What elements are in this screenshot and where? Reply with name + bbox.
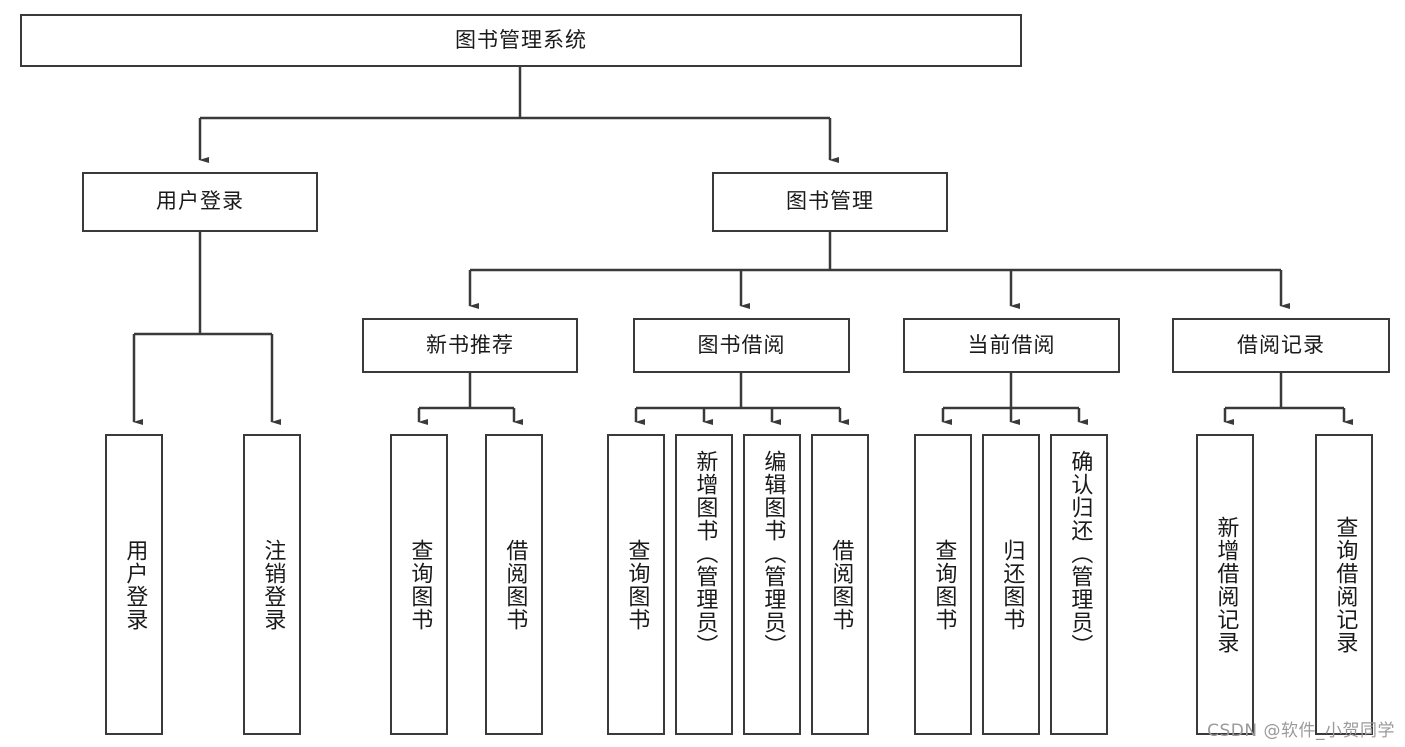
node-new-book-recommend-label: 新书推荐 xyxy=(426,332,514,357)
leaf-node-add-book-admin[interactable]: 新增图书（管理员） xyxy=(675,434,733,735)
leaf-node-query-borrow-record[interactable]: 查询借阅记录 xyxy=(1315,434,1373,735)
connector-book-manage-to-level3 xyxy=(468,232,1290,309)
leaf-label: 确认归还（管理员） xyxy=(1067,450,1093,657)
leaf-label: 查询借阅记录 xyxy=(1332,515,1358,654)
node-new-book-recommend[interactable]: 新书推荐 xyxy=(362,318,578,373)
node-book-manage[interactable]: 图书管理 xyxy=(712,172,948,232)
leaf-label: 查询图书 xyxy=(931,538,957,631)
leaf-node-borrow-book-recommend[interactable]: 借阅图书 xyxy=(485,434,543,735)
node-root-label: 图书管理系统 xyxy=(455,27,587,52)
connector-book-borrow-to-leaves xyxy=(634,373,849,425)
leaf-label: 借阅图书 xyxy=(502,538,528,631)
leaf-label: 新增图书（管理员） xyxy=(692,450,718,657)
connector-root-to-level2 xyxy=(198,67,839,163)
leaf-node-user-login[interactable]: 用户登录 xyxy=(105,434,163,735)
leaf-label: 编辑图书（管理员） xyxy=(760,450,786,657)
leaf-label: 查询图书 xyxy=(407,538,433,631)
node-root-system[interactable]: 图书管理系统 xyxy=(20,14,1022,67)
leaf-label: 注销登录 xyxy=(260,538,286,631)
node-user-login[interactable]: 用户登录 xyxy=(82,172,318,232)
node-current-borrow[interactable]: 当前借阅 xyxy=(903,318,1120,373)
node-borrow-record[interactable]: 借阅记录 xyxy=(1172,318,1390,373)
node-user-login-label: 用户登录 xyxy=(156,189,244,214)
leaf-label: 用户登录 xyxy=(122,538,148,631)
leaf-node-confirm-return-admin[interactable]: 确认归还（管理员） xyxy=(1050,434,1108,735)
leaf-node-query-book-recommend[interactable]: 查询图书 xyxy=(390,434,448,735)
leaf-node-edit-book-admin[interactable]: 编辑图书（管理员） xyxy=(743,434,801,735)
node-book-manage-label: 图书管理 xyxy=(786,189,874,214)
connector-borrow-record-to-leaves xyxy=(1223,373,1353,425)
node-book-borrow-label: 图书借阅 xyxy=(697,332,786,357)
leaf-label: 借阅图书 xyxy=(828,538,854,631)
connector-user-login-to-leaves xyxy=(132,232,281,425)
leaf-node-borrow-book[interactable]: 借阅图书 xyxy=(811,434,869,735)
csdn-watermark: CSDN @软件_小贺同学 xyxy=(1207,721,1395,741)
leaf-node-user-logout[interactable]: 注销登录 xyxy=(243,434,301,735)
leaf-node-query-book-borrow[interactable]: 查询图书 xyxy=(607,434,665,735)
leaf-label: 查询图书 xyxy=(624,538,650,631)
node-current-borrow-label: 当前借阅 xyxy=(967,332,1056,357)
leaf-label: 归还图书 xyxy=(999,538,1025,631)
leaf-node-return-book[interactable]: 归还图书 xyxy=(982,434,1040,735)
node-book-borrow[interactable]: 图书借阅 xyxy=(633,318,850,373)
connector-current-borrow-to-leaves xyxy=(941,373,1088,425)
connector-new-book-recommend-to-leaves xyxy=(417,373,523,425)
node-borrow-record-label: 借阅记录 xyxy=(1237,332,1325,357)
leaf-label: 新增借阅记录 xyxy=(1213,515,1239,654)
leaf-node-add-borrow-record[interactable]: 新增借阅记录 xyxy=(1196,434,1254,735)
leaf-node-query-book-current[interactable]: 查询图书 xyxy=(914,434,972,735)
